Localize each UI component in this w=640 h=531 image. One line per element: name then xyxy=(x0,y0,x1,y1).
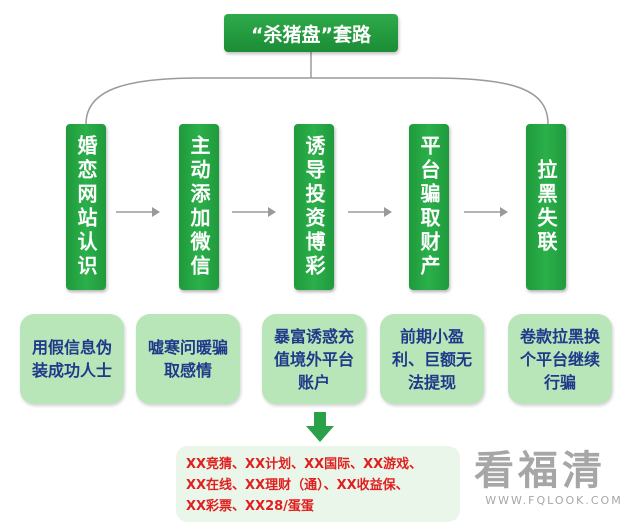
step-4-platform-fraud: 平台骗取财产 xyxy=(409,124,449,290)
step-2-description: 嘘寒问暖骗取感情 xyxy=(136,314,240,404)
arrow-right-icon xyxy=(464,207,508,217)
platform-line: XX在线、XX理财（通）、XX收益保、 xyxy=(186,478,409,493)
arrow-right-icon xyxy=(116,207,160,217)
arrow-right-icon xyxy=(232,207,276,217)
platform-line: XX竞猜、XX计划、XX国际、XX游戏、 xyxy=(186,457,423,472)
step-1-dating-site: 婚恋网站认识 xyxy=(66,124,106,290)
arrow-down-icon xyxy=(306,412,334,442)
step-3-description: 暴富诱惑充值境外平台账户 xyxy=(262,314,366,404)
watermark-text: 看福清 xyxy=(474,448,606,494)
watermark-url: WWW.FQLOOK.COM xyxy=(485,494,623,507)
arrow-right-icon xyxy=(348,207,392,217)
step-2-add-wechat: 主动添加微信 xyxy=(179,124,219,290)
step-1-description: 用假信息伪装成功人士 xyxy=(20,314,124,404)
step-3-induce-investment: 诱导投资博彩 xyxy=(294,124,334,290)
diagram-title: “杀猪盘”套路 xyxy=(224,14,398,52)
step-5-description: 卷款拉黑换个平台继续行骗 xyxy=(508,314,612,404)
platform-list: XX竞猜、XX计划、XX国际、XX游戏、 XX在线、XX理财（通）、XX收益保、… xyxy=(176,446,460,522)
step-5-block-disappear: 拉黑失联 xyxy=(526,124,566,290)
watermark: 看福清 WWW.FQLOOK.COM xyxy=(474,448,634,518)
step-4-description: 前期小盈利、巨额无法提现 xyxy=(380,314,484,404)
platform-line: XX彩票、XX28/蛋蛋 xyxy=(186,499,314,514)
